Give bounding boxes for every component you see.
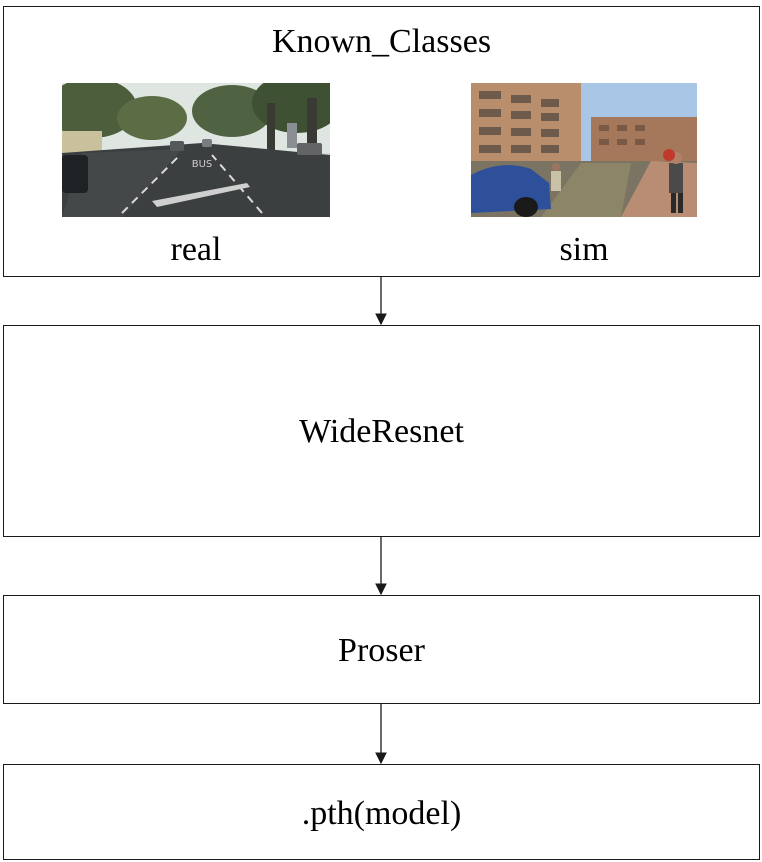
output-model-label: .pth(model) <box>301 795 462 832</box>
proser-label: Proser <box>338 632 425 669</box>
street-scene-photo: BUS <box>62 83 330 217</box>
output-model-box: .pth(model) <box>3 764 760 860</box>
sim-caption: sim <box>559 231 609 268</box>
real-caption: real <box>170 231 222 268</box>
svg-text:BUS: BUS <box>192 159 213 170</box>
simulated-street-scene-image <box>471 83 697 217</box>
proser-box: Proser <box>3 595 760 704</box>
wideresnet-box: WideResnet <box>3 325 760 537</box>
wideresnet-label: WideResnet <box>299 413 464 450</box>
known-classes-box: Known_Classes BUS <box>3 6 760 277</box>
known-classes-title: Known_Classes <box>271 23 492 60</box>
